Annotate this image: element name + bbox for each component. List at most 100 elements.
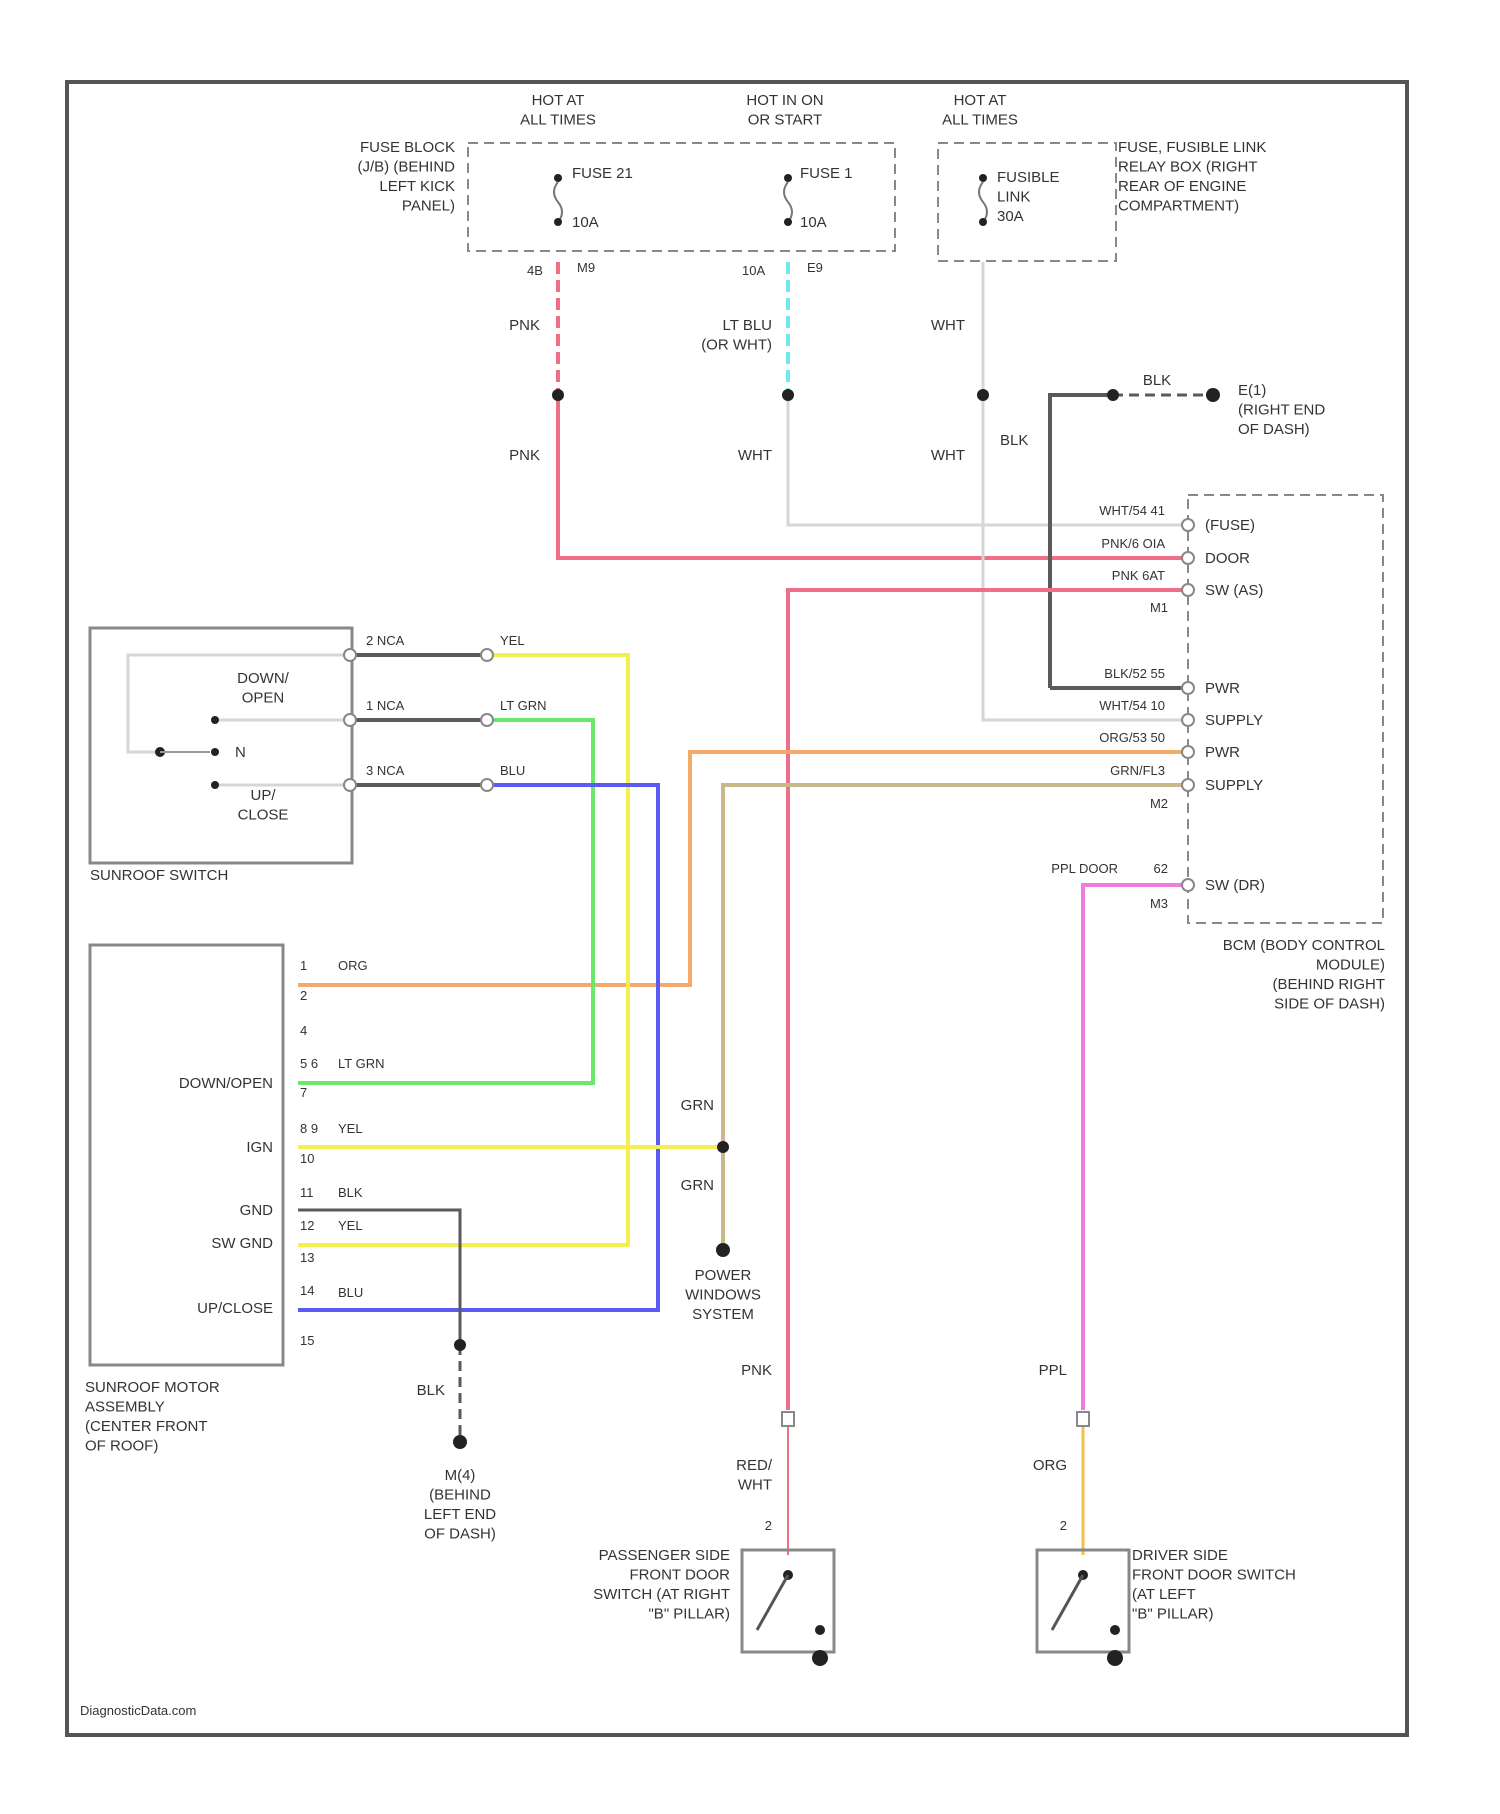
bcm-pin-sw-as: SW (AS) <box>1205 582 1263 599</box>
motor-ign: IGN <box>246 1139 273 1156</box>
fuse21-symbol <box>554 174 562 226</box>
fuse-block-label: FUSE BLOCK(J/B) (BEHINDLEFT KICKPANEL) <box>358 139 456 215</box>
switch-wire-yel: YEL <box>500 633 525 648</box>
motor-down-open: DOWN/OPEN <box>179 1075 273 1092</box>
label-grn-1: GRN <box>681 1097 714 1114</box>
bcm-pin-m2: M2 <box>1150 796 1168 811</box>
wire-grn <box>723 785 1185 1245</box>
label-pnk-top: PNK <box>509 317 540 334</box>
fuse1-label: FUSE 1 <box>800 165 853 182</box>
switch-up-close: UP/CLOSE <box>238 787 289 824</box>
passenger-switch-pin: 2 <box>765 1518 772 1533</box>
motor-pin-2: 2 <box>300 988 307 1003</box>
motor-sw-gnd: SW GND <box>211 1235 273 1252</box>
motor-up-close: UP/CLOSE <box>197 1300 273 1317</box>
label-blk-mid: BLK <box>1000 432 1028 449</box>
label-wht-mid2: WHT <box>931 447 965 464</box>
bcm-wire-7: PPL DOOR <box>1051 861 1118 876</box>
motor-wire-blu: BLU <box>338 1285 363 1300</box>
bcm-pin-62: 62 <box>1154 861 1168 876</box>
bcm-pin-sw-dr: SW (DR) <box>1205 877 1265 894</box>
switch-conn-2: 2 NCA <box>366 633 405 648</box>
fuse21-amp: 10A <box>572 214 599 231</box>
wire-yel-switch <box>298 655 628 1245</box>
motor-pin-14: 14 <box>300 1283 314 1298</box>
label-red-wht: RED/WHT <box>736 1457 773 1494</box>
fuse1-amp: 10A <box>800 214 827 231</box>
motor-pin-13: 13 <box>300 1250 314 1265</box>
passenger-door-switch-box <box>742 1550 834 1652</box>
motor-labels: 1 2 4 5 6 7 8 9 10 11 12 13 14 15 ORG LT… <box>85 958 384 1455</box>
motor-pin-7: 7 <box>300 1085 307 1100</box>
ground-m9-label: M(4)(BEHINDLEFT ENDOF DASH) <box>424 1467 496 1543</box>
bcm-pin-pwr-2: PWR <box>1205 744 1240 761</box>
motor-pin-10: 10 <box>300 1151 314 1166</box>
motor-pin-5-6: 5 6 <box>300 1056 318 1071</box>
bcm-wire-3: BLK/52 55 <box>1104 666 1165 681</box>
label-wht-mid1: WHT <box>738 447 772 464</box>
label-blk-bottom: BLK <box>417 1382 445 1399</box>
fuse21-label: FUSE 21 <box>572 165 633 182</box>
bcm-pin-supply-1: SUPPLY <box>1205 712 1263 729</box>
bcm-pin-m3: M3 <box>1150 896 1168 911</box>
motor-pin-12: 12 <box>300 1218 314 1233</box>
pin-10a: 10A <box>742 263 765 278</box>
motor-wire-org: ORG <box>338 958 368 973</box>
wire-labels: PNK LT BLU(OR WHT) WHT PNK WHT WHT BLK B… <box>417 317 1172 1494</box>
switch-conn-1: 1 NCA <box>366 698 405 713</box>
fuse-block-box <box>468 143 895 251</box>
bcm-wire-5: ORG/53 50 <box>1099 730 1165 745</box>
switch-n: N <box>235 744 246 761</box>
wire-pnk-main <box>558 395 1185 558</box>
bcm-wire-4: WHT/54 10 <box>1099 698 1165 713</box>
hot-all-times-1: HOT ATALL TIMES <box>520 92 596 129</box>
passenger-door-switch-contact <box>757 1412 828 1666</box>
bcm-pin-supply-2: SUPPLY <box>1205 777 1263 794</box>
label-ppl-lower: PPL <box>1039 1362 1067 1379</box>
wire-ppl <box>1083 885 1185 1410</box>
motor-pin-4: 4 <box>300 1023 307 1038</box>
bcm-pin-door: DOOR <box>1205 550 1250 567</box>
motor-wire-ltgrn: LT GRN <box>338 1056 384 1071</box>
bcm-wire-0: WHT/54 41 <box>1099 503 1165 518</box>
footer-credit: DiagnosticData.com <box>80 1703 196 1718</box>
driver-door-switch-contact <box>1052 1412 1123 1666</box>
bcm-pin-pwr-1: PWR <box>1205 680 1240 697</box>
motor-pin-8-9: 8 9 <box>300 1121 318 1136</box>
pin-e9: E9 <box>807 260 823 275</box>
bcm-labels: (FUSE) DOOR SW (AS) PWR SUPPLY PWR SUPPL… <box>1051 503 1385 1013</box>
switch-down-open: DOWN/OPEN <box>237 670 289 707</box>
sunroof-switch-labels: DOWN/OPEN N UP/CLOSE SUNROOF SWITCH 2 NC… <box>90 633 546 884</box>
bcm-wire-1: PNK/6 OIA <box>1101 536 1165 551</box>
switch-wire-ltgrn: LT GRN <box>500 698 546 713</box>
motor-pin-11: 11 <box>300 1185 314 1200</box>
fusible-link-symbol <box>979 174 987 226</box>
hot-run-start: HOT IN ONOR START <box>746 92 823 129</box>
label-grn-2: GRN <box>681 1177 714 1194</box>
sunroof-switch-title: SUNROOF SWITCH <box>90 867 228 884</box>
motor-wire-blk: BLK <box>338 1185 363 1200</box>
motor-wire-yel: YEL <box>338 1121 363 1136</box>
wire-pnk-door <box>788 590 1185 1410</box>
motor-pin-1: 1 <box>300 958 307 973</box>
motor-wire-yel2: YEL <box>338 1218 363 1233</box>
motor-pin-15: 15 <box>300 1333 314 1348</box>
label-pnk-lower: PNK <box>741 1362 772 1379</box>
driver-switch-pin: 2 <box>1060 1518 1067 1533</box>
bcm-wire-2: PNK 6AT <box>1112 568 1165 583</box>
label-org-lower: ORG <box>1033 1457 1067 1474</box>
label-ltblu: LT BLU(OR WHT) <box>701 317 772 354</box>
bcm-pin-fuse: (FUSE) <box>1205 517 1255 534</box>
bcm-pin-m1: M1 <box>1150 600 1168 615</box>
motor-gnd: GND <box>240 1202 274 1219</box>
